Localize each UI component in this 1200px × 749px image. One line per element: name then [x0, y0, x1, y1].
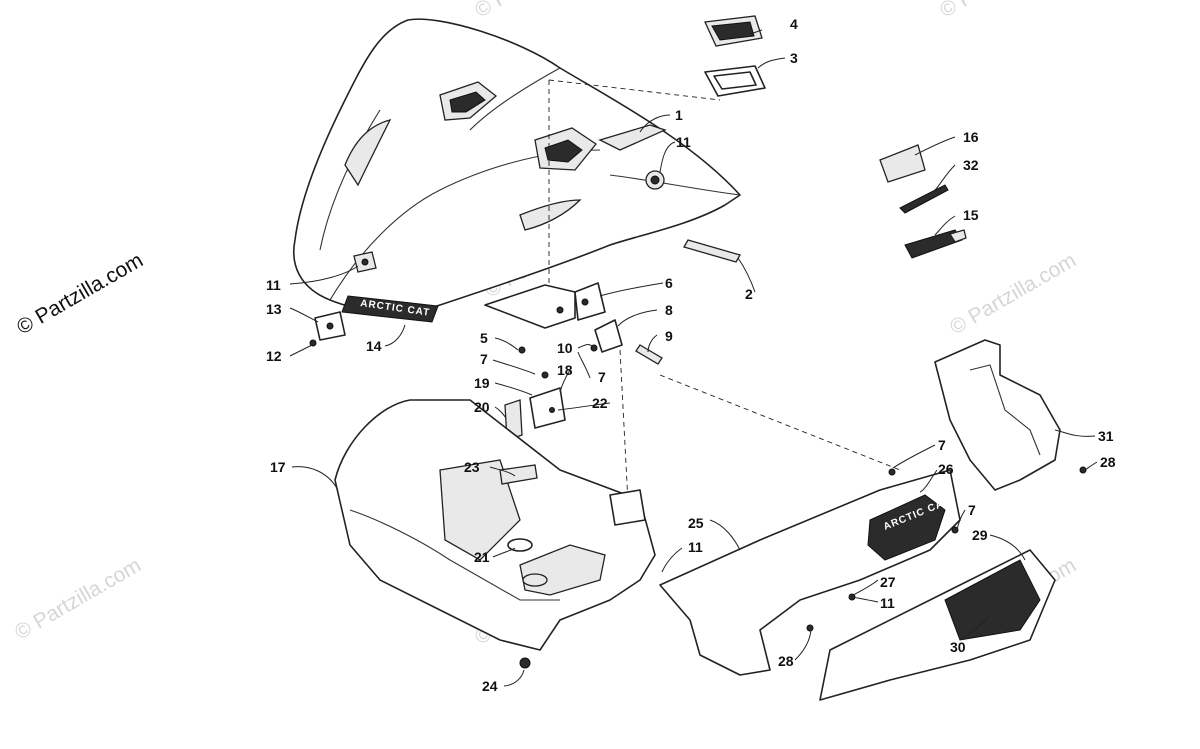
callout-12: 12 — [266, 348, 282, 364]
callout-16: 16 — [963, 129, 979, 145]
hood: ARCTIC CAT — [293, 18, 741, 323]
callout-23: 23 — [464, 459, 480, 475]
watermark-faint: © Partzilla.com — [471, 0, 605, 22]
callout-11: 11 — [880, 595, 895, 611]
callout-27: 27 — [880, 574, 896, 590]
callout-19: 19 — [474, 375, 490, 391]
callout-11: 11 — [676, 134, 691, 150]
fastener — [519, 657, 531, 669]
callout-11: 11 — [688, 539, 703, 555]
hood-bracket — [484, 282, 606, 329]
callout-2: 2 — [745, 286, 753, 302]
callout-9: 9 — [665, 328, 673, 344]
callout-4: 4 — [790, 16, 798, 32]
callout-13: 13 — [266, 301, 282, 317]
leader-lines — [289, 29, 1098, 687]
hinge-bracket — [594, 319, 623, 353]
washer — [590, 344, 598, 352]
callout-25: 25 — [688, 515, 704, 531]
small-panel — [879, 144, 926, 183]
callout-29: 29 — [972, 527, 988, 543]
watermark-faint: © Partzilla.com — [11, 554, 145, 645]
callout-24: 24 — [482, 678, 498, 694]
callout-30: 30 — [950, 639, 966, 655]
strip — [683, 239, 741, 263]
callout-5: 5 — [480, 330, 488, 346]
callout-3: 3 — [790, 50, 798, 66]
callouts: 4 3 1 11 16 32 15 2 6 8 9 5 10 7 7 18 19… — [266, 16, 1116, 694]
latch-bracket — [529, 387, 566, 429]
callout-11: 11 — [266, 277, 281, 293]
alignment-line — [659, 374, 901, 471]
callout-28: 28 — [778, 653, 794, 669]
reflector-tab — [948, 229, 967, 243]
callout-17: 17 — [270, 459, 286, 475]
watermark-faint: © Partzilla.com — [946, 249, 1080, 340]
alignment-line — [619, 349, 631, 541]
pin — [635, 344, 663, 365]
callout-31: 31 — [1098, 428, 1114, 444]
vent-cover — [704, 15, 763, 47]
callout-6: 6 — [665, 275, 673, 291]
callout-8: 8 — [665, 302, 673, 318]
callout-7: 7 — [598, 369, 606, 385]
callout-7: 7 — [968, 502, 976, 518]
callout-14: 14 — [366, 338, 382, 354]
watermark-faint: © Partzilla.com — [936, 0, 1070, 22]
alignment-line — [548, 79, 721, 101]
callout-1: 1 — [675, 107, 683, 123]
screw — [309, 339, 317, 347]
callout-7: 7 — [938, 437, 946, 453]
rear-panel — [934, 339, 1087, 491]
watermark-main: © Partzilla.com — [13, 249, 147, 340]
screw — [518, 346, 526, 354]
callout-15: 15 — [963, 207, 979, 223]
callout-18: 18 — [557, 362, 573, 378]
storage-bin — [334, 399, 656, 651]
callout-22: 22 — [592, 395, 608, 411]
callout-7: 7 — [480, 351, 488, 367]
callout-28: 28 — [1100, 454, 1116, 470]
callout-32: 32 — [963, 157, 979, 173]
lower-panel — [819, 549, 1056, 701]
callout-21: 21 — [474, 549, 490, 565]
callout-20: 20 — [474, 399, 490, 415]
callout-10: 10 — [557, 340, 573, 356]
wrench-strap — [899, 184, 949, 214]
callout-26: 26 — [938, 461, 954, 477]
vent-gasket — [704, 65, 766, 97]
side-panel: ARCTIC CAT — [659, 468, 961, 676]
